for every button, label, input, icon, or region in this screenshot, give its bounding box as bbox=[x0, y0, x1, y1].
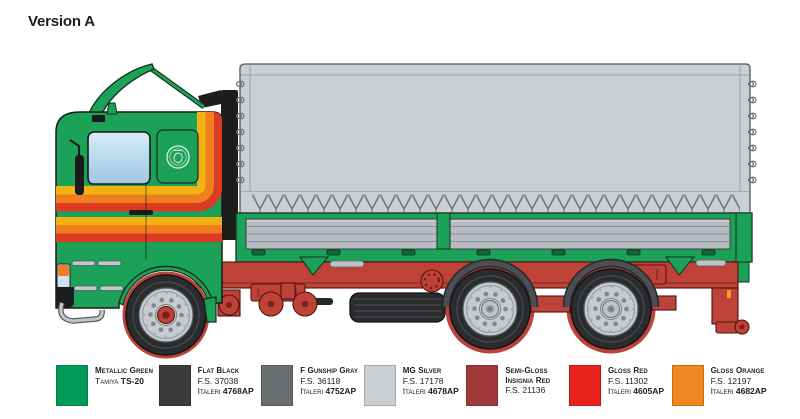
paint-swatch bbox=[671, 365, 704, 406]
paint-name: Metallic Green bbox=[95, 366, 154, 375]
paint-brand-code: Italeri 4678AP bbox=[402, 386, 459, 396]
wheel-chock-rear bbox=[665, 256, 696, 276]
cab-trim-strips bbox=[71, 260, 124, 291]
exhaust-stack bbox=[198, 90, 238, 240]
tarp-lacing bbox=[252, 192, 740, 213]
turn-signal-lamp bbox=[56, 263, 71, 289]
paint-brand-code: Italeri 4768AP bbox=[197, 386, 254, 396]
paint-swatch bbox=[363, 365, 396, 406]
paint-item-5: Semi-Gloss Insignia Red F.S. 21136 bbox=[466, 365, 569, 406]
paint-name: Semi-Gloss bbox=[505, 366, 548, 375]
wheel-chock-front bbox=[299, 256, 330, 276]
paint-swatch bbox=[568, 365, 601, 406]
front-wheel bbox=[126, 275, 206, 355]
bed-latches bbox=[251, 249, 716, 256]
paint-swatch bbox=[261, 365, 294, 406]
paint-brand-code: Italeri 4682AP bbox=[710, 386, 767, 396]
wind-deflector bbox=[87, 63, 206, 115]
rear-hitch bbox=[711, 287, 750, 335]
paint-legend: Metallic Green Tamiya TS-20 Flat Black F… bbox=[56, 365, 774, 406]
rear-wheel-1 bbox=[450, 269, 530, 349]
rear-wheel-2 bbox=[571, 269, 651, 349]
roof-horn bbox=[106, 102, 118, 115]
paint-fs-code: F.S. 12197 bbox=[710, 375, 752, 386]
paint-fs-code: F.S. 37038 bbox=[197, 375, 239, 386]
spare-tire bbox=[349, 292, 446, 323]
front-fender bbox=[118, 265, 217, 323]
paint-name: Flat Black bbox=[197, 366, 240, 375]
cargo-bed bbox=[235, 212, 753, 283]
paint-swatch bbox=[466, 365, 499, 406]
door-handle bbox=[129, 210, 153, 215]
roof-light bbox=[92, 115, 105, 122]
entry-step bbox=[58, 302, 105, 324]
version-label: Version A bbox=[28, 13, 95, 30]
side-mirror bbox=[69, 139, 84, 195]
cab-window bbox=[87, 131, 151, 185]
paint-brand-code: Italeri 4605AP bbox=[607, 386, 664, 396]
paint-name: Gloss Orange bbox=[710, 366, 765, 375]
paint-item-1: Metallic Green Tamiya TS-20 bbox=[56, 365, 159, 406]
paint-item-6: Gloss Red F.S. 11302 Italeri 4605AP bbox=[568, 365, 672, 406]
paint-fs-code: F.S. 11302 bbox=[607, 375, 648, 386]
paint-swatch bbox=[158, 365, 191, 406]
paint-fs-code: F.S. 17178 bbox=[402, 375, 444, 386]
paint-name: Gloss Red bbox=[607, 366, 648, 375]
paint-fs-code: F.S. 21136 bbox=[505, 385, 546, 395]
paint-name: MG Silver bbox=[402, 366, 442, 375]
paint-item-2: Flat Black F.S. 37038 Italeri 4768AP bbox=[158, 365, 262, 406]
paint-swatch bbox=[56, 365, 88, 406]
chassis-rollers bbox=[218, 291, 318, 317]
paint-item-3: F Gunship Gray F.S. 36118 Italeri 4752AP bbox=[261, 365, 364, 406]
paint-brand-code: Tamiya TS-20 bbox=[95, 375, 144, 386]
paint-brand-code: Italeri 4752AP bbox=[300, 386, 357, 396]
paint-name-2: Insignia Red bbox=[505, 375, 551, 385]
paint-item-4: MG Silver F.S. 17178 Italeri 4678AP bbox=[363, 365, 467, 406]
scania-griffin-badge-icon bbox=[166, 145, 190, 169]
paint-fs-code: F.S. 36118 bbox=[300, 375, 341, 386]
rear-marker-light bbox=[727, 290, 731, 298]
tarpaulin-cover bbox=[235, 63, 757, 214]
cab-stripes bbox=[56, 112, 222, 242]
cab bbox=[55, 102, 223, 324]
paint-item-7: Gloss Orange F.S. 12197 Italeri 4682AP bbox=[671, 365, 775, 406]
rear-fenders bbox=[441, 258, 660, 308]
paint-name: F Gunship Gray bbox=[300, 366, 359, 375]
